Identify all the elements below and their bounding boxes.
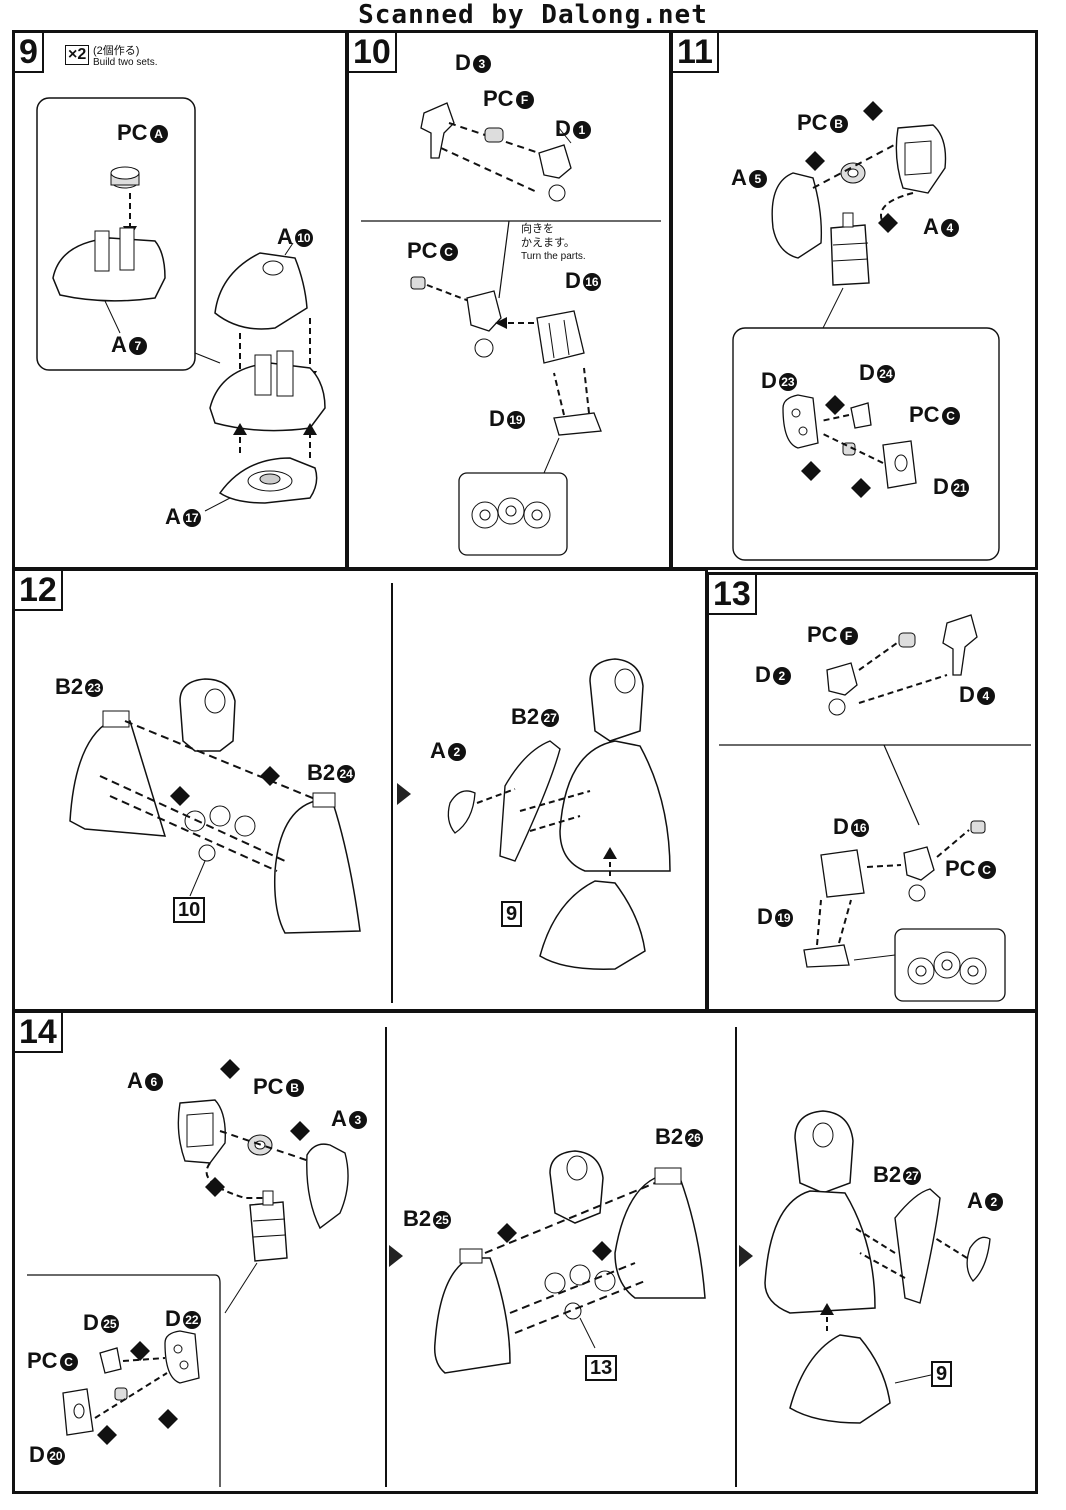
- ref-step-9: 9: [931, 1361, 953, 1387]
- step-number: 13: [709, 575, 757, 615]
- substep-divider: [391, 583, 393, 1003]
- step-12-drawing: [69, 658, 671, 970]
- step-9-drawing: [36, 97, 326, 512]
- note-english: Turn the parts.: [521, 251, 586, 262]
- note-japanese-2: かえます。: [521, 237, 575, 249]
- step-10-panel: 10: [346, 30, 672, 570]
- substep-divider-1: [385, 1027, 387, 1487]
- ref-step-10: 10: [173, 897, 206, 923]
- step-9-panel: 9 ×2 (2個作る) Build two sets.: [12, 30, 348, 570]
- next-substep-arrow: [397, 783, 411, 805]
- step-number: 9: [15, 33, 44, 73]
- multiplier-badge: ×2: [65, 45, 90, 65]
- step-12-panel: 12: [12, 568, 708, 1012]
- step-14-panel: 14: [12, 1010, 1038, 1494]
- next-substep-arrow-1: [389, 1245, 403, 1267]
- step-11-drawing: [732, 101, 1000, 561]
- step-10-drawing: [361, 102, 661, 556]
- note-japanese: (2個作る): [93, 45, 140, 57]
- ref-step-9: 9: [501, 901, 523, 927]
- note-english: Build two sets.: [93, 57, 158, 68]
- step-number: 12: [15, 571, 63, 611]
- scan-credit-header: Scanned by Dalong.net: [358, 0, 708, 30]
- step-number: 11: [673, 33, 719, 73]
- step-14-drawing: [27, 1059, 991, 1487]
- step-11-panel: 11: [670, 30, 1038, 570]
- substep-divider-2: [735, 1027, 737, 1487]
- step-number: 10: [349, 33, 397, 73]
- next-substep-arrow-2: [739, 1245, 753, 1267]
- step-number: 14: [15, 1013, 63, 1053]
- ref-step-13: 13: [585, 1355, 618, 1381]
- step-13-drawing: [719, 614, 1031, 1002]
- note-japanese-1: 向きを: [521, 223, 554, 235]
